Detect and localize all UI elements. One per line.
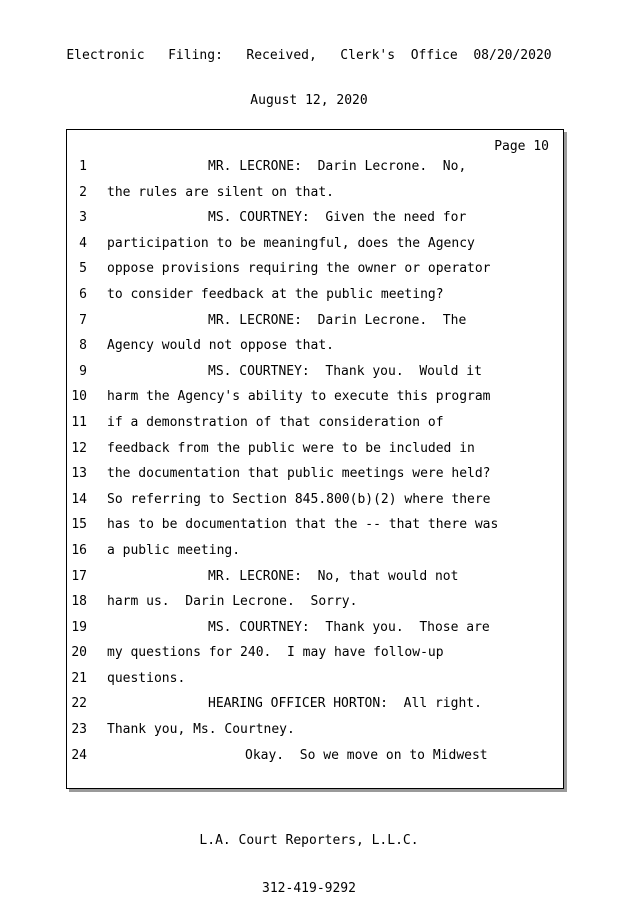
transcript-line: 8 Agency would not oppose that.: [67, 338, 563, 364]
transcript-line: 12 feedback from the public were to be i…: [67, 441, 563, 467]
line-number: 10: [71, 389, 87, 405]
transcript-line: 22 HEARING OFFICER HORTON: All right.: [67, 696, 563, 722]
line-text: a public meeting.: [107, 542, 241, 558]
transcript-line: 4 participation to be meaningful, does t…: [67, 236, 563, 262]
line-text: HEARING OFFICER HORTON: All right.: [208, 696, 482, 712]
transcript-line: 3 MS. COURTNEY: Given the need for: [67, 210, 563, 236]
transcript-line: 6 to consider feedback at the public mee…: [67, 287, 563, 313]
transcript-line: 14 So referring to Section 845.800(b)(2)…: [67, 492, 563, 518]
line-number: 22: [71, 696, 87, 712]
line-text: my questions for 240. I may have follow-…: [107, 645, 444, 661]
line-text: Okay. So we move on to Midwest: [245, 747, 488, 763]
line-number: 11: [71, 414, 87, 430]
transcript-line: 18 harm us. Darin Lecrone. Sorry.: [67, 594, 563, 620]
transcript-page: Page 10 1 MR. LECRONE: Darin Lecrone. No…: [66, 129, 564, 789]
line-text: MR. LECRONE: Darin Lecrone. The: [208, 312, 467, 328]
line-number: 5: [79, 261, 87, 277]
hearing-date-line: August 12, 2020: [250, 93, 368, 108]
transcript-line: 13 the documentation that public meeting…: [67, 466, 563, 492]
transcript-line: 24 Okay. So we move on to Midwest: [67, 748, 563, 774]
transcript-line: 11 if a demonstration of that considerat…: [67, 415, 563, 441]
line-number: 1: [79, 159, 87, 174]
transcript-line: 21 questions.: [67, 671, 563, 697]
transcript-line: 2 the rules are silent on that.: [67, 185, 563, 211]
line-text: MS. COURTNEY: Thank you. Those are: [208, 619, 490, 635]
line-number: 23: [71, 722, 87, 738]
line-text: harm us. Darin Lecrone. Sorry.: [107, 594, 358, 610]
line-text: feedback from the public were to be incl…: [107, 440, 475, 456]
line-text: MR. LECRONE: Darin Lecrone. No,: [208, 159, 467, 174]
line-number: 14: [71, 491, 87, 507]
line-text: So referring to Section 845.800(b)(2) wh…: [107, 491, 491, 507]
transcript-line: 9 MS. COURTNEY: Thank you. Would it: [67, 364, 563, 390]
reporter-phone: 312-419-9292: [262, 881, 356, 896]
electronic-filing-header: Electronic Filing: Received, Clerk's Off…: [0, 0, 618, 123]
line-number: 9: [79, 363, 87, 379]
line-text: to consider feedback at the public meeti…: [107, 286, 444, 302]
transcript-line: 5 oppose provisions requiring the owner …: [67, 261, 563, 287]
line-number: 16: [71, 542, 87, 558]
transcript-line: 10 harm the Agency's ability to execute …: [67, 389, 563, 415]
line-text: Thank you, Ms. Courtney.: [107, 722, 295, 738]
line-number: 12: [71, 440, 87, 456]
reporter-footer: L.A. Court Reporters, L.L.C. 312-419-929…: [0, 801, 618, 913]
line-number: 3: [79, 210, 87, 226]
line-text: has to be documentation that the -- that…: [107, 517, 499, 533]
transcript-line: 19 MS. COURTNEY: Thank you. Those are: [67, 620, 563, 646]
line-text: the rules are silent on that.: [107, 184, 334, 200]
transcript-line: 23 Thank you, Ms. Courtney.: [67, 722, 563, 748]
page-number-label: Page 10: [494, 139, 549, 154]
transcript-line: 20 my questions for 240. I may have foll…: [67, 645, 563, 671]
line-text: if a demonstration of that consideration…: [107, 414, 444, 430]
reporter-company: L.A. Court Reporters, L.L.C.: [199, 833, 419, 848]
filing-stamp-line: Electronic Filing: Received, Clerk's Off…: [66, 48, 552, 63]
line-number: 4: [79, 235, 87, 251]
line-text: questions.: [107, 670, 186, 686]
transcript-line: 7 MR. LECRONE: Darin Lecrone. The: [67, 313, 563, 339]
transcript-line: 15 has to be documentation that the -- t…: [67, 517, 563, 543]
line-number: 24: [71, 747, 87, 763]
line-text: participation to be meaningful, does the…: [107, 235, 475, 251]
line-number: 20: [71, 645, 87, 661]
line-text: MR. LECRONE: No, that would not: [208, 568, 459, 584]
line-number: 17: [71, 568, 87, 584]
transcript-line: 1 MR. LECRONE: Darin Lecrone. No,: [67, 159, 563, 185]
transcript-line: 16 a public meeting.: [67, 543, 563, 569]
line-text: oppose provisions requiring the owner or…: [107, 261, 491, 277]
line-number: 15: [71, 517, 87, 533]
line-number: 2: [79, 184, 87, 200]
transcript-line: 17 MR. LECRONE: No, that would not: [67, 569, 563, 595]
line-number: 13: [71, 466, 87, 482]
line-number: 18: [71, 594, 87, 610]
line-number: 7: [79, 312, 87, 328]
line-number: 21: [71, 670, 87, 686]
line-text: harm the Agency's ability to execute thi…: [107, 389, 491, 405]
transcript-lines: 1 MR. LECRONE: Darin Lecrone. No, 2 the …: [67, 159, 563, 773]
line-text: Agency would not oppose that.: [107, 338, 334, 354]
line-text: MS. COURTNEY: Thank you. Would it: [208, 363, 482, 379]
line-number: 8: [79, 338, 87, 354]
line-number: 6: [79, 286, 87, 302]
line-number: 19: [71, 619, 87, 635]
line-text: MS. COURTNEY: Given the need for: [208, 210, 467, 226]
line-text: the documentation that public meetings w…: [107, 466, 491, 482]
